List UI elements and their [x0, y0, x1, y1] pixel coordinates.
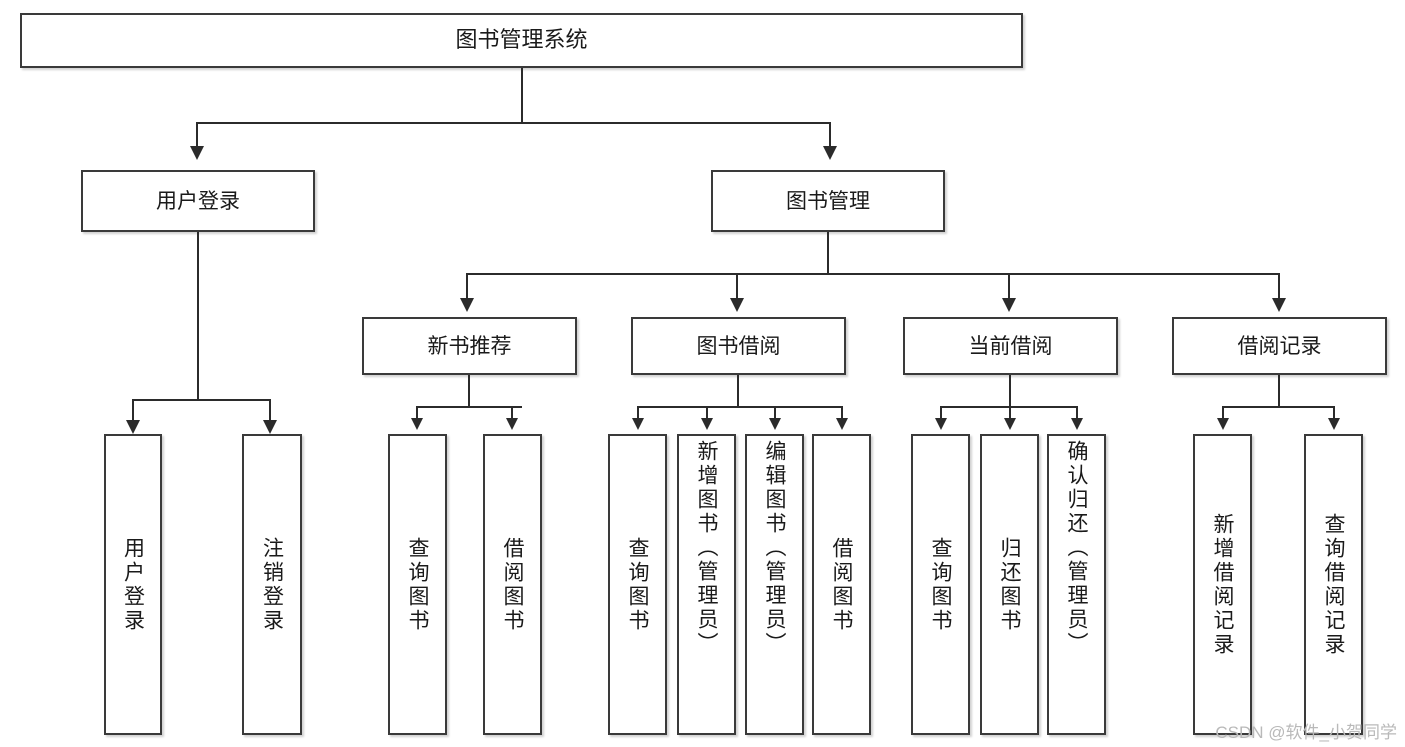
leaf-logout-login[interactable]: 注销登录	[242, 434, 302, 735]
connector-root-drop-user	[196, 122, 198, 146]
node-current-borrow[interactable]: 当前借阅	[903, 317, 1118, 375]
connector-user-login-drop-2	[269, 399, 271, 421]
node-label: 图书管理	[786, 188, 870, 213]
connector-new-book-bus	[416, 406, 522, 408]
node-label: 新增图书（管理员）	[695, 440, 719, 656]
connector-current-borrow-drop-2	[1009, 406, 1011, 419]
leaf-borrow-book-2[interactable]: 借阅图书	[812, 434, 871, 735]
arrowhead-to-leaf-query-book-2	[632, 418, 644, 430]
arrowhead-to-leaf-query-record	[1328, 418, 1340, 430]
connector-new-book-stem	[468, 375, 470, 407]
connector-book-borrow-drop-4	[841, 406, 843, 419]
arrowhead-to-leaf-user-login	[126, 420, 140, 434]
arrowhead-to-leaf-return-book	[1004, 418, 1016, 430]
arrowhead-to-leaf-logout-login	[263, 420, 277, 434]
connector-new-book-drop-2	[511, 406, 513, 419]
node-label: 当前借阅	[968, 333, 1053, 358]
arrowhead-to-leaf-borrow-book-2	[836, 418, 848, 430]
arrowhead-to-leaf-confirm-return	[1071, 418, 1083, 430]
connector-book-manage-drop-2	[736, 273, 738, 299]
arrowhead-to-user-login	[190, 146, 204, 160]
arrowhead-to-leaf-add-book	[701, 418, 713, 430]
connector-current-borrow-drop-3	[1076, 406, 1078, 419]
connector-borrow-record-bus	[1222, 406, 1335, 408]
leaf-user-login[interactable]: 用户登录	[104, 434, 162, 735]
connector-book-manage-drop-3	[1008, 273, 1010, 299]
connector-book-borrow-drop-2	[706, 406, 708, 419]
connector-root-stem	[521, 68, 523, 123]
connector-new-book-drop-1	[416, 406, 418, 419]
connector-user-login-stem	[197, 232, 199, 400]
connector-book-manage-drop-4	[1278, 273, 1280, 299]
connector-borrow-record-stem	[1278, 375, 1280, 407]
connector-book-manage-stem	[827, 232, 829, 274]
leaf-query-book-1[interactable]: 查询图书	[388, 434, 447, 735]
node-label: 借阅图书	[830, 536, 854, 633]
connector-book-borrow-drop-1	[637, 406, 639, 419]
node-label: 用户登录	[156, 188, 240, 213]
node-label: 归还图书	[998, 536, 1022, 633]
connector-book-manage-bus	[466, 273, 1280, 275]
node-label: 编辑图书（管理员）	[763, 440, 787, 656]
node-label: 查询借阅记录	[1322, 512, 1346, 657]
arrowhead-to-book-manage	[823, 146, 837, 160]
node-label: 查询图书	[929, 536, 953, 633]
arrowhead-to-leaf-query-book-1	[411, 418, 423, 430]
leaf-query-book-2[interactable]: 查询图书	[608, 434, 667, 735]
connector-root-bus	[196, 122, 831, 124]
leaf-return-book[interactable]: 归还图书	[980, 434, 1039, 735]
connector-borrow-record-drop-2	[1333, 406, 1335, 419]
leaf-add-book[interactable]: 新增图书（管理员）	[677, 434, 736, 735]
connector-borrow-record-drop-1	[1222, 406, 1224, 419]
arrowhead-to-new-book-recommend	[460, 298, 474, 312]
node-label: 借阅记录	[1237, 333, 1322, 358]
leaf-confirm-return[interactable]: 确认归还（管理员）	[1047, 434, 1106, 735]
node-user-login[interactable]: 用户登录	[81, 170, 315, 232]
connector-user-login-drop-1	[132, 399, 134, 421]
node-label: 确认归还（管理员）	[1065, 440, 1089, 656]
leaf-query-record[interactable]: 查询借阅记录	[1304, 434, 1363, 735]
arrowhead-to-borrow-record	[1272, 298, 1286, 312]
node-new-book-recommend[interactable]: 新书推荐	[362, 317, 577, 375]
node-root-system[interactable]: 图书管理系统	[20, 13, 1023, 68]
node-book-manage[interactable]: 图书管理	[711, 170, 945, 232]
node-label: 查询图书	[406, 536, 430, 633]
arrowhead-to-leaf-borrow-book-1	[506, 418, 518, 430]
node-label: 用户登录	[121, 536, 146, 633]
leaf-add-record[interactable]: 新增借阅记录	[1193, 434, 1252, 735]
connector-book-borrow-stem	[737, 375, 739, 407]
arrowhead-to-current-borrow	[1002, 298, 1016, 312]
node-label: 新增借阅记录	[1211, 512, 1235, 657]
node-label: 新书推荐	[427, 333, 512, 358]
node-label: 查询图书	[626, 536, 650, 633]
node-label: 注销登录	[260, 536, 285, 633]
leaf-query-book-3[interactable]: 查询图书	[911, 434, 970, 735]
connector-user-login-bus	[132, 399, 271, 401]
connector-current-borrow-drop-1	[940, 406, 942, 419]
arrowhead-to-book-borrow	[730, 298, 744, 312]
connector-book-borrow-drop-3	[774, 406, 776, 419]
node-label: 图书管理系统	[455, 27, 588, 53]
node-book-borrow[interactable]: 图书借阅	[631, 317, 846, 375]
arrowhead-to-leaf-edit-book	[769, 418, 781, 430]
leaf-borrow-book-1[interactable]: 借阅图书	[483, 434, 542, 735]
node-borrow-record[interactable]: 借阅记录	[1172, 317, 1387, 375]
arrowhead-to-leaf-add-record	[1217, 418, 1229, 430]
node-label: 借阅图书	[501, 536, 525, 633]
node-label: 图书借阅	[696, 333, 781, 358]
connector-book-manage-drop-1	[466, 273, 468, 299]
arrowhead-to-leaf-query-book-3	[935, 418, 947, 430]
connector-book-borrow-bus	[637, 406, 843, 408]
connector-root-drop-book	[829, 122, 831, 146]
leaf-edit-book[interactable]: 编辑图书（管理员）	[745, 434, 804, 735]
connector-current-borrow-stem	[1009, 375, 1011, 407]
